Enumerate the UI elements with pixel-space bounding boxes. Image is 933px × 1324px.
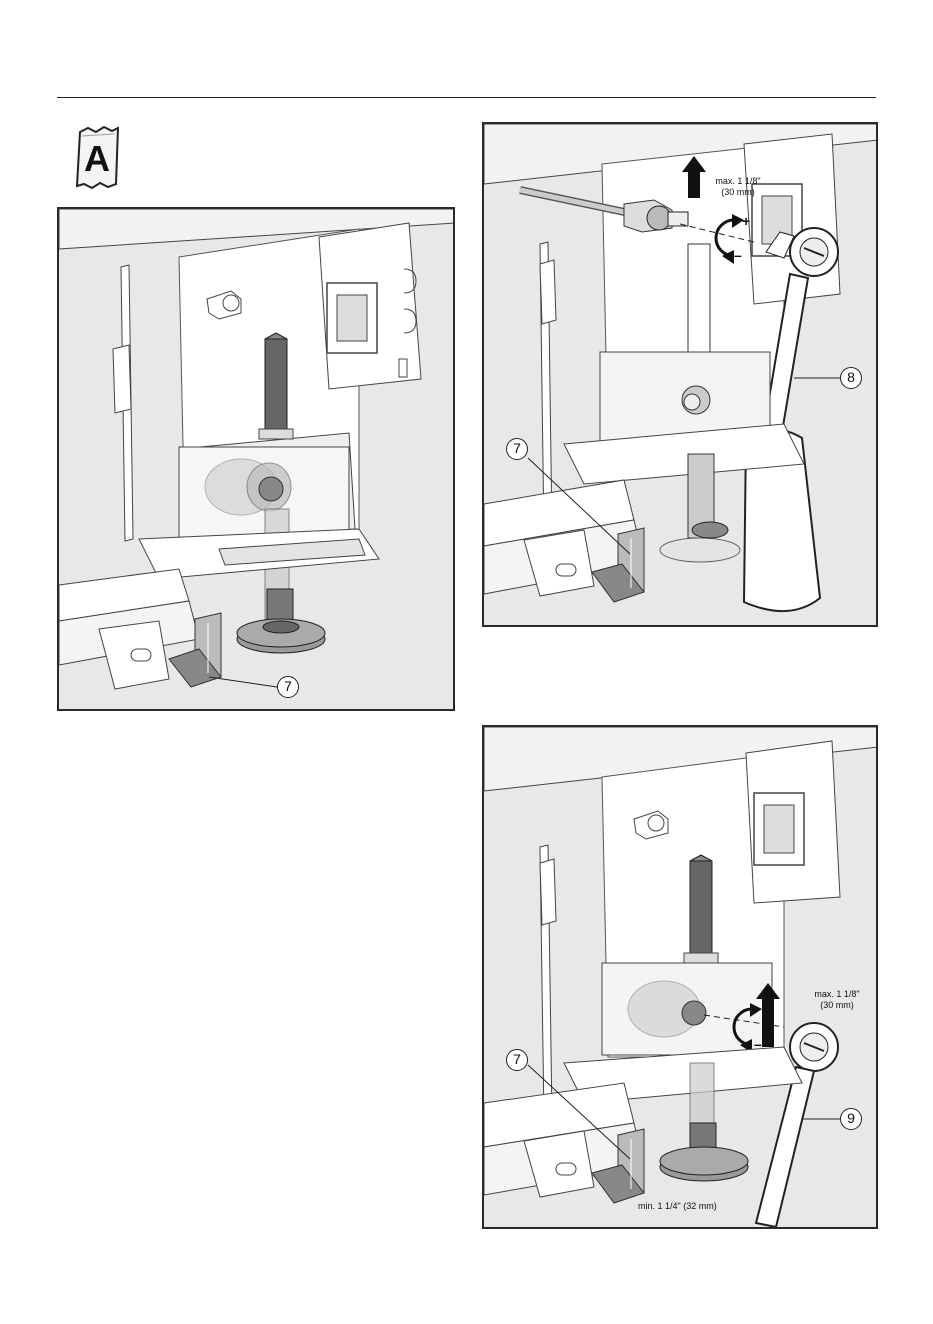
callout-item-9: 9 <box>840 1108 862 1130</box>
turn-plus-sign: + <box>762 1005 770 1016</box>
panel-a-drawing <box>59 209 455 711</box>
height-limit-line1: max. 1 1/8" <box>706 176 770 187</box>
parts-bag-badge: A <box>74 124 120 190</box>
turn-minus-sign: – <box>734 250 742 261</box>
height-limit-note: max. 1 1/8" (30 mm) <box>706 176 770 198</box>
panel-b-drawing <box>484 124 878 627</box>
panel-c-drawing <box>484 727 878 1229</box>
header-rule <box>57 97 876 98</box>
illustration-panel-a: 7 <box>57 207 455 711</box>
callout-item-7: 7 <box>506 438 528 460</box>
min-clearance-note: min. 1 1/4" (32 mm) <box>638 1201 717 1212</box>
height-limit-note: max. 1 1/8" (30 mm) <box>800 989 874 1011</box>
height-limit-line2: (30 mm) <box>800 1000 874 1011</box>
height-limit-line2: (30 mm) <box>706 187 770 198</box>
turn-minus-sign: – <box>754 1039 762 1050</box>
badge-letter: A <box>74 138 120 180</box>
callout-item-8: 8 <box>840 367 862 389</box>
illustration-panel-b: max. 1 1/8" (30 mm) + – 7 8 <box>482 122 878 627</box>
callout-item-7: 7 <box>277 676 299 698</box>
turn-plus-sign: + <box>742 216 750 227</box>
illustration-panel-c: max. 1 1/8" (30 mm) + – min. 1 1/4" (32 … <box>482 725 878 1229</box>
callout-item-7: 7 <box>506 1049 528 1071</box>
height-limit-line1: max. 1 1/8" <box>800 989 874 1000</box>
